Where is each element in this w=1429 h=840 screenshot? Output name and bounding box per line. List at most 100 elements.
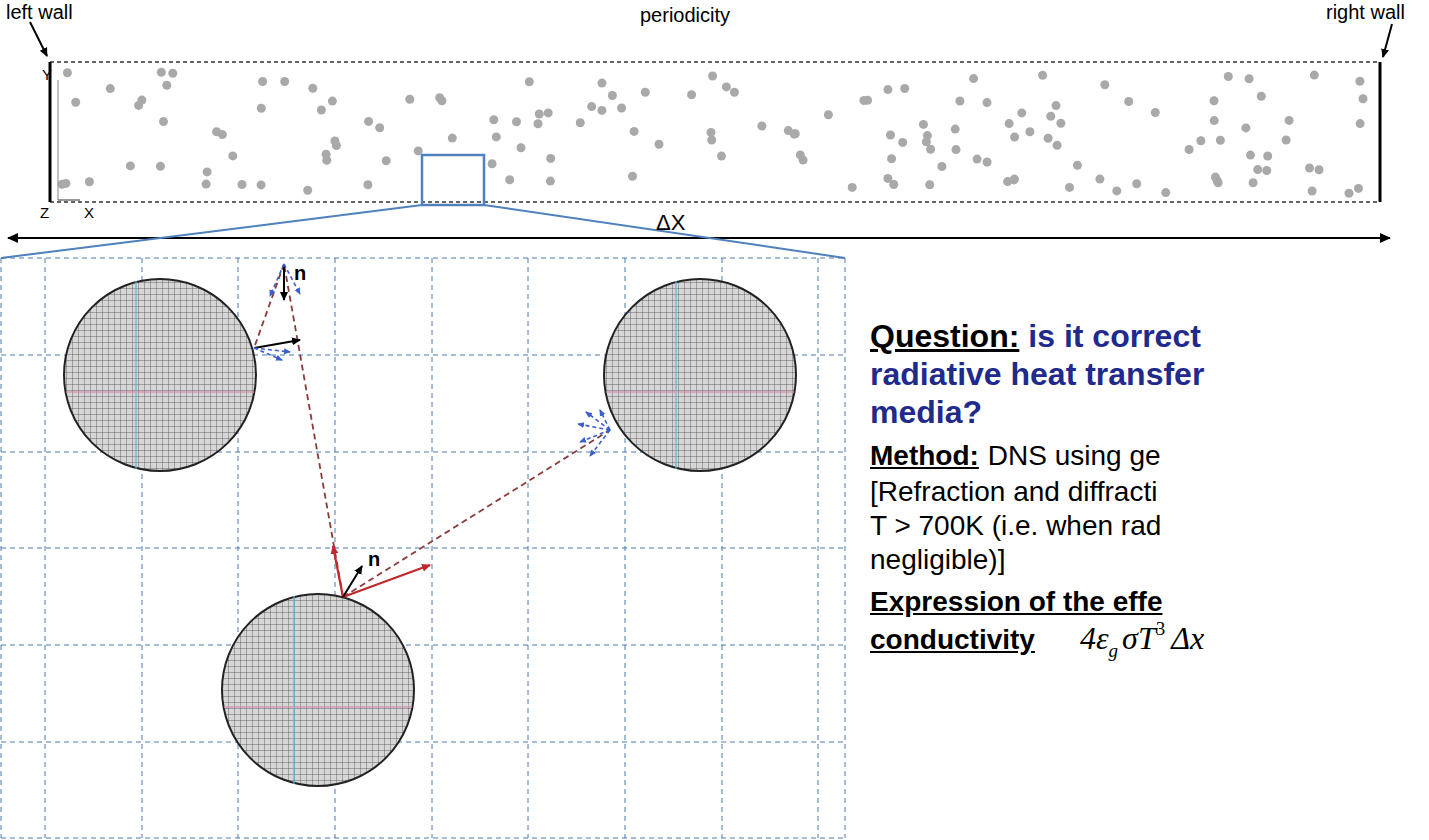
particle-dot <box>525 77 534 86</box>
particle-dot <box>535 110 544 119</box>
particle-dot <box>405 95 414 104</box>
particle-dot <box>71 98 80 107</box>
particle-dot <box>85 177 94 186</box>
particle-dot <box>332 141 341 150</box>
particle-dot <box>1095 175 1104 184</box>
note-line: negligible)] <box>870 544 1005 576</box>
particle-dot <box>1356 119 1365 128</box>
particle-dot <box>1285 116 1294 125</box>
particle-dot <box>1025 127 1034 136</box>
text-label: Expression of the effe <box>870 586 1163 617</box>
rays <box>254 264 610 597</box>
particle-dot <box>448 134 457 143</box>
text-label: X <box>84 204 94 221</box>
particle-dot <box>655 140 664 149</box>
text-label: Method: <box>870 440 979 471</box>
particle-dot <box>61 179 70 188</box>
particle-dot <box>137 96 146 105</box>
particle-dot <box>1052 101 1061 110</box>
particle-dot <box>708 72 717 81</box>
particle-dot <box>544 108 553 117</box>
particle-dot <box>280 77 289 86</box>
particle-dot <box>824 110 833 119</box>
particle-dot <box>641 88 650 97</box>
particle-dot <box>212 127 221 136</box>
particle-dot <box>492 132 501 141</box>
particle-dot <box>587 102 596 111</box>
text-label: T > 700K (i.e. when rad <box>870 510 1161 541</box>
particle-dot <box>951 125 960 134</box>
particle-dot <box>1257 92 1266 101</box>
grid-line <box>1 645 845 646</box>
particle-dot <box>202 180 211 189</box>
particle-dot <box>157 68 166 77</box>
grid-line <box>1 258 845 259</box>
question-line: radiative heat transfer <box>870 356 1204 393</box>
grid-line <box>45 258 46 838</box>
axis-label: Y <box>42 66 52 84</box>
particle-dot <box>1100 80 1109 89</box>
particle-dot <box>1359 94 1368 103</box>
normal-label: n <box>368 548 380 571</box>
particle-dot <box>1010 175 1019 184</box>
particle-dot <box>687 90 696 99</box>
particle-dot <box>106 84 115 93</box>
particle-dot <box>707 136 716 145</box>
text-label: DNS using ge <box>988 440 1161 471</box>
particle-dot <box>722 82 731 91</box>
text-label: n <box>294 262 306 284</box>
particle-dot <box>1282 136 1291 145</box>
particle-dot <box>1056 119 1065 128</box>
particle-dot <box>863 96 872 105</box>
particle-dot <box>228 151 237 160</box>
particle-dot <box>546 177 555 186</box>
particle-dot <box>628 172 637 181</box>
particle-dot <box>317 106 326 115</box>
particle-dot <box>1010 175 1019 184</box>
particle-dot <box>983 98 992 107</box>
text-label: media? <box>870 394 982 430</box>
text-label: [Refraction and diffracti <box>870 476 1157 507</box>
text-label: conductivity <box>870 624 1035 655</box>
text-label: Z <box>40 204 49 221</box>
particle-dot <box>488 159 497 168</box>
text-label: Question: <box>870 318 1019 354</box>
particle-dot <box>1308 187 1317 196</box>
particle-dot <box>1112 186 1121 195</box>
particle-dot <box>1065 183 1074 192</box>
question-line: media? <box>870 394 982 431</box>
dimension-label: ΔX <box>656 210 685 235</box>
particle-dot <box>937 162 946 171</box>
particle-dot <box>630 127 639 136</box>
particle-dot <box>608 91 617 100</box>
text-label: is it correct <box>1028 318 1201 354</box>
particle-dot <box>597 106 606 115</box>
particle-dot <box>1315 165 1324 174</box>
particle-dot <box>926 145 935 154</box>
particle-dot <box>983 158 992 167</box>
particle-dot <box>1073 161 1082 170</box>
particle-dot <box>489 115 498 124</box>
particle-dot <box>1354 184 1363 193</box>
particle-dot <box>1044 134 1053 143</box>
particle-dot <box>203 167 212 176</box>
particle-dot <box>1211 173 1220 182</box>
particle-dot <box>162 81 171 90</box>
particle-dot <box>1305 164 1314 173</box>
particle-dot <box>1046 112 1055 121</box>
formula-part: 3 <box>1156 618 1166 639</box>
particle-dot <box>973 155 982 164</box>
grid-line <box>432 258 433 838</box>
particle-dot <box>364 117 373 126</box>
formula-part: g <box>1109 640 1119 661</box>
particle-dot <box>322 150 331 159</box>
particle-dot <box>1263 152 1272 161</box>
particle-dot <box>919 120 928 129</box>
particle-dot <box>168 69 177 78</box>
formula: 4εgσT3Δx <box>1080 618 1204 662</box>
note-line: T > 700K (i.e. when rad <box>870 510 1161 542</box>
text-label: right wall <box>1326 1 1405 23</box>
particle-dot <box>1210 96 1219 105</box>
particle-dot <box>63 68 72 77</box>
question-line: Question:is it correct <box>870 318 1201 355</box>
